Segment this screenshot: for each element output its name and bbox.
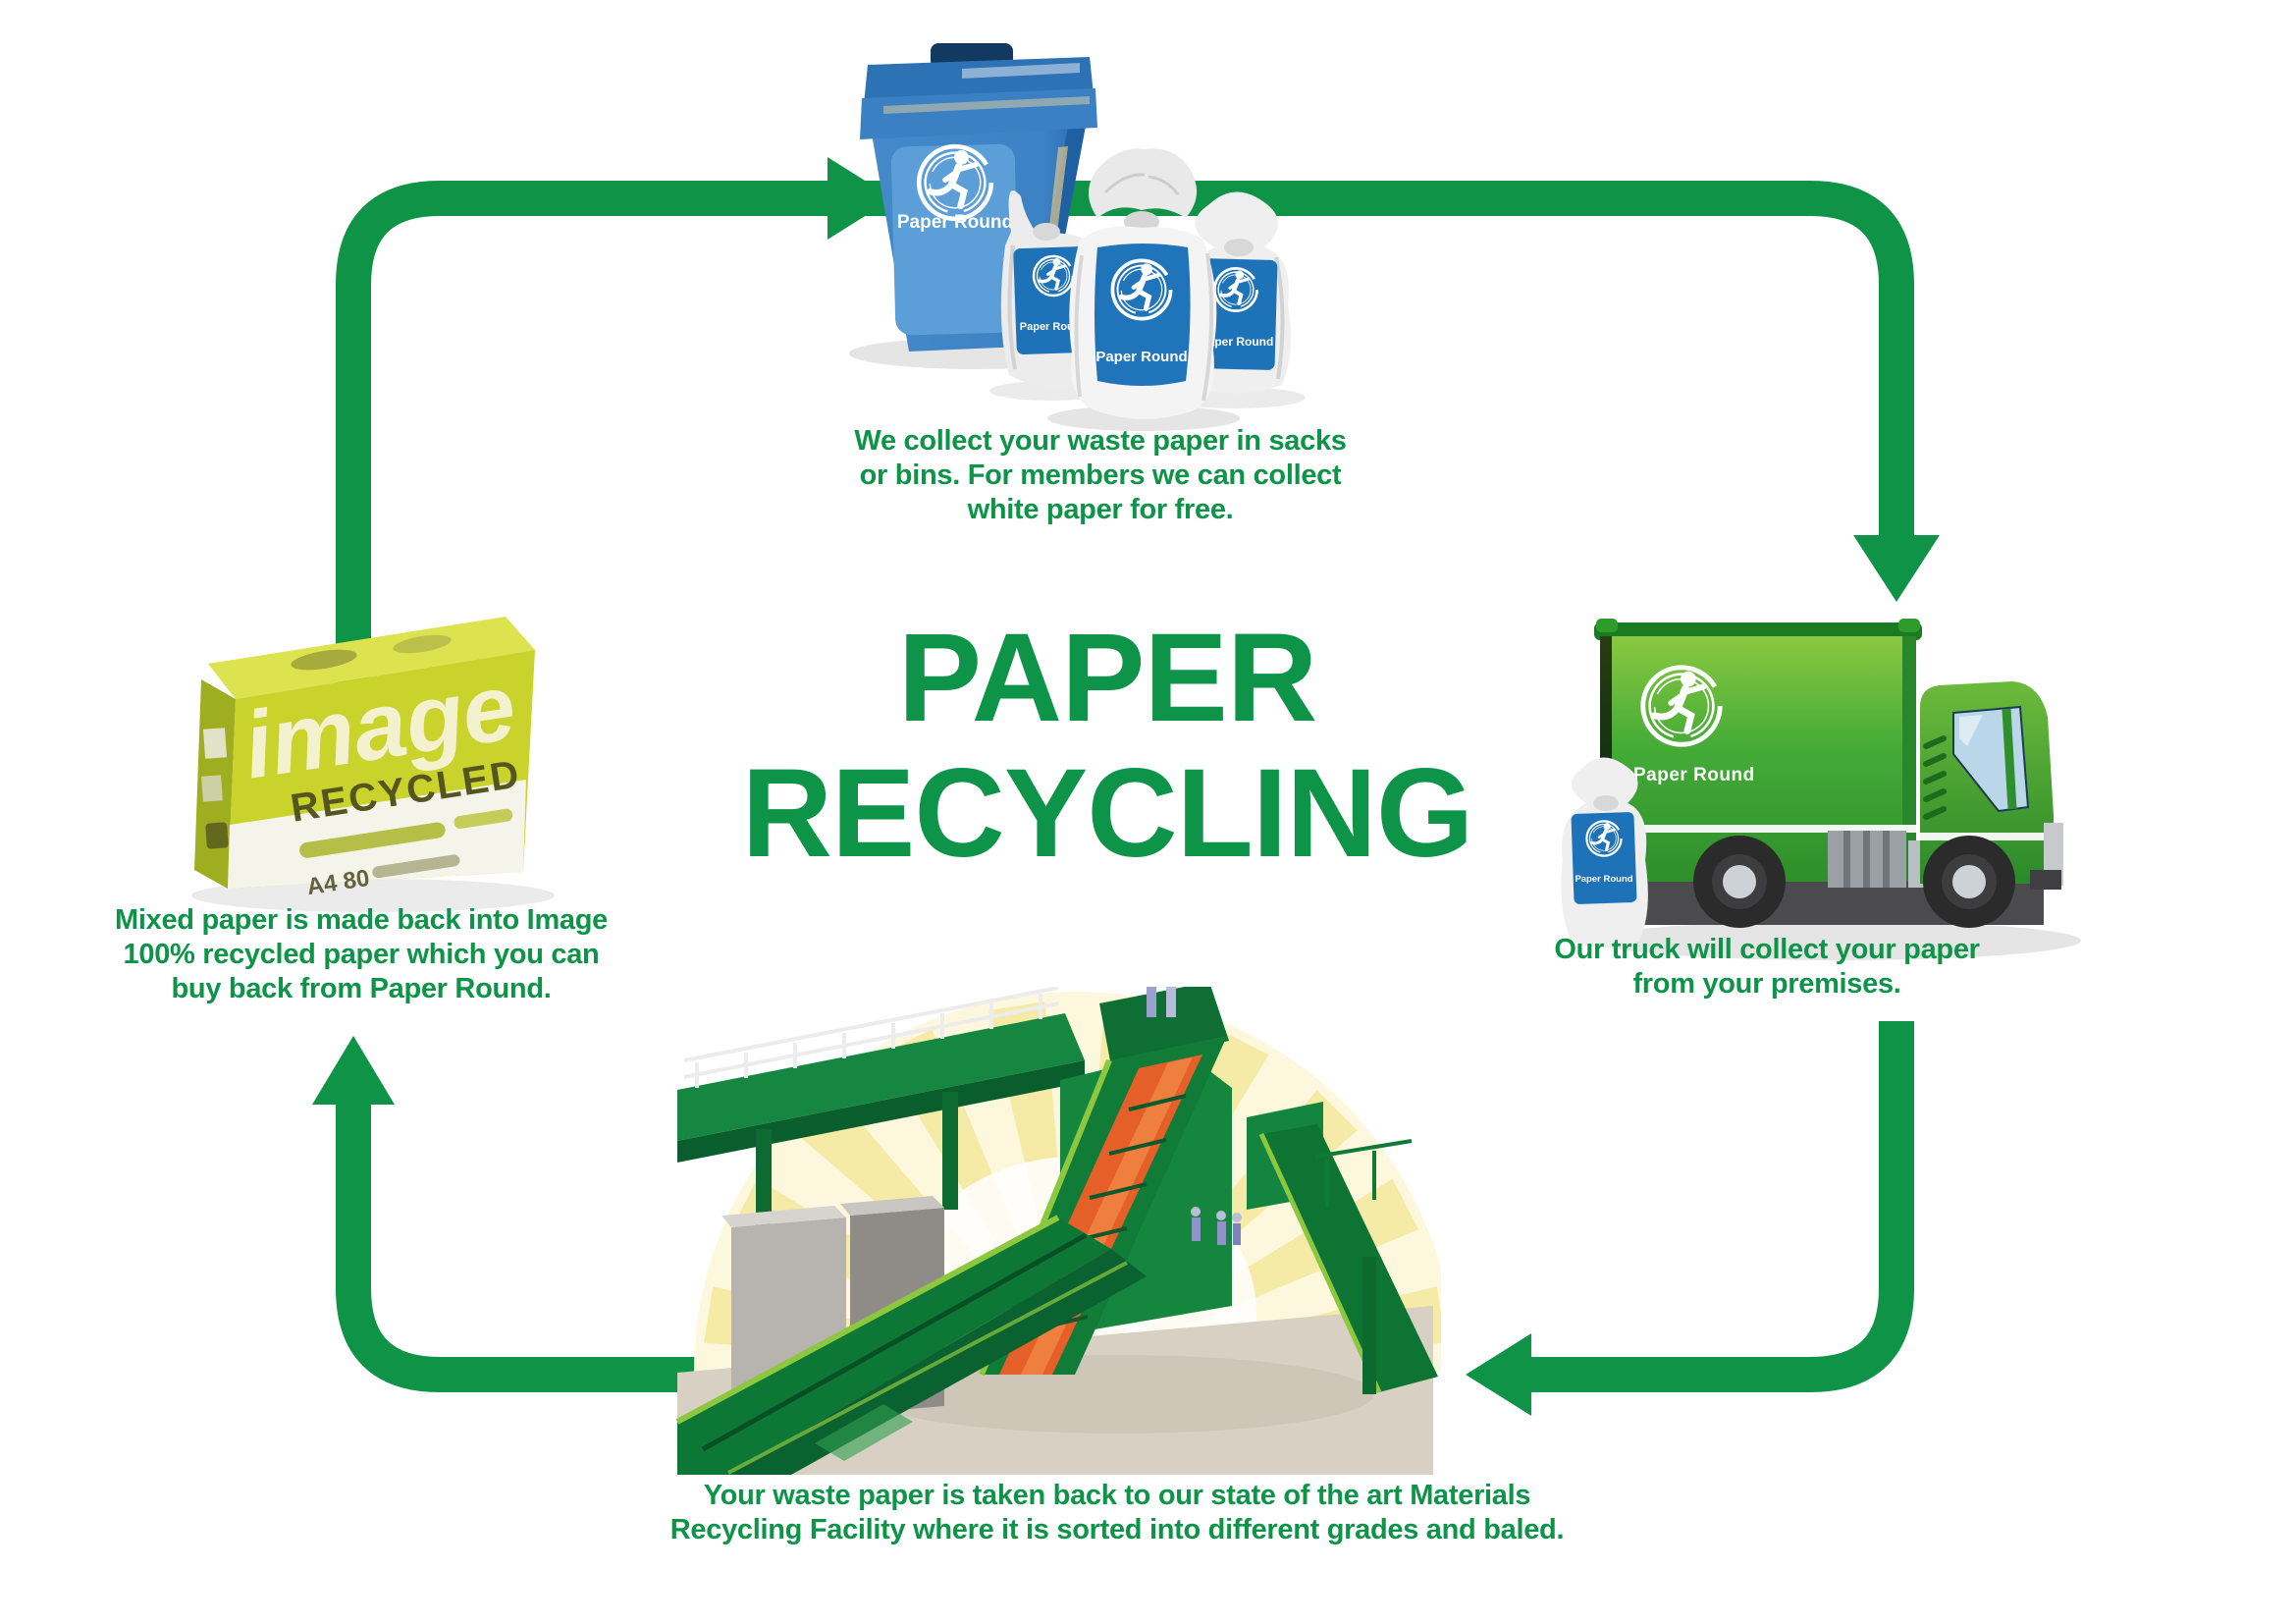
truck-box-stripe <box>1600 825 1916 833</box>
right-outfeed-conveyor <box>1247 1102 1438 1394</box>
caption-truck-line2: from your premises. <box>1632 968 1901 1000</box>
truck-cab-stripe <box>1920 833 2048 840</box>
arrowhead-up-icon <box>312 1036 395 1105</box>
title-line-1: PAPER <box>897 608 1318 748</box>
caption-paper: Mixed paper is made back into Image 100%… <box>47 903 675 1006</box>
arrow-bottom-left-segment <box>336 1105 1404 1392</box>
cycle-arrowheads <box>312 157 1940 1416</box>
caption-paper-line1: Mixed paper is made back into Image <box>115 904 608 936</box>
worker-figures <box>1191 1207 1242 1245</box>
arrow-right-bottom-segment <box>1531 1021 1914 1392</box>
sack-middle-logo-label: Paper Round <box>1095 349 1187 365</box>
caption-facility-line2: Recycling Facility where it is sorted in… <box>669 1514 1565 1545</box>
caption-collection-line3: white paper for free. <box>967 494 1234 525</box>
foreground-conveyor <box>675 1215 1147 1475</box>
paper-sack-middle: Paper Round <box>1069 148 1217 419</box>
sack-middle-label <box>1095 244 1191 386</box>
truck-paper-sack: Paper Round <box>1561 757 1648 947</box>
caption-truck-line1: Our truck will collect your paper <box>1554 934 1980 965</box>
elevated-conveyor <box>677 987 1085 1227</box>
arrowhead-down-icon <box>1853 535 1940 602</box>
page-title: PAPER RECYCLING <box>715 611 1500 882</box>
title-line-2: RECYCLING <box>741 743 1474 884</box>
arrowhead-left-icon <box>1466 1333 1531 1416</box>
collection-truck: Paper Round Paper Round <box>1561 619 2081 960</box>
sack-right-logo-label: Paper Round <box>1201 335 1274 349</box>
paper-box-top-face <box>208 617 535 699</box>
recycled-paper-box: image RECYCLED A4 80 <box>191 617 555 912</box>
caption-facility-line1: Your waste paper is taken back to our st… <box>703 1480 1531 1511</box>
truck-sack-logo-label: Paper Round <box>1575 874 1632 885</box>
caption-collection-line1: We collect your waste paper in sacks <box>854 425 1347 457</box>
recycling-facility-illustration <box>675 987 1441 1475</box>
caption-facility: Your waste paper is taken back to our st… <box>626 1479 1608 1547</box>
caption-paper-line2: 100% recycled paper which you can <box>123 939 600 970</box>
caption-collection: We collect your waste paper in sacks or … <box>659 424 1542 527</box>
caption-collection-line2: or bins. For members we can collect <box>859 460 1342 491</box>
bin-front-panel <box>890 143 1020 336</box>
bin-logo-label: Paper Round <box>897 212 1013 233</box>
caption-paper-line3: buy back from Paper Round. <box>171 973 552 1004</box>
caption-truck: Our truck will collect your paper from y… <box>1423 933 2110 1001</box>
truck-box-top-cap <box>1594 623 1922 640</box>
arrowhead-right-icon <box>828 157 893 240</box>
truck-logo-label: Paper Round <box>1633 765 1755 785</box>
paper-sacks: Paper Round Paper Round Paper Round <box>989 148 1306 431</box>
